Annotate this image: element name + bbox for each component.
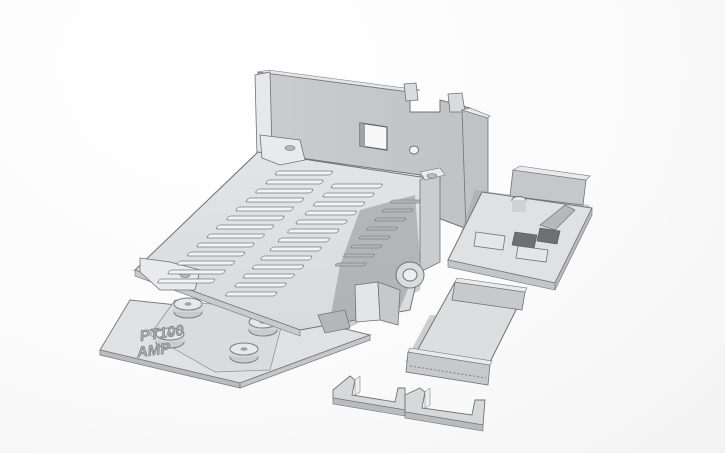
emboss-text-line1: PT100 [140,322,184,345]
mounting-boss [173,297,203,319]
vent-slots-middle [225,183,383,297]
vent-slots-right [335,199,422,267]
vent-slots-left [157,170,333,284]
clip-left[interactable] [332,375,406,417]
main-enclosure[interactable] [130,69,491,337]
emboss-text-line2: AMP [137,340,171,362]
knob [395,261,425,289]
sliding-lid[interactable] [405,277,528,386]
mounting-boss [229,342,259,364]
pcb-tray[interactable] [447,165,593,291]
mounting-boss [155,327,185,349]
clip-right[interactable] [404,387,486,432]
